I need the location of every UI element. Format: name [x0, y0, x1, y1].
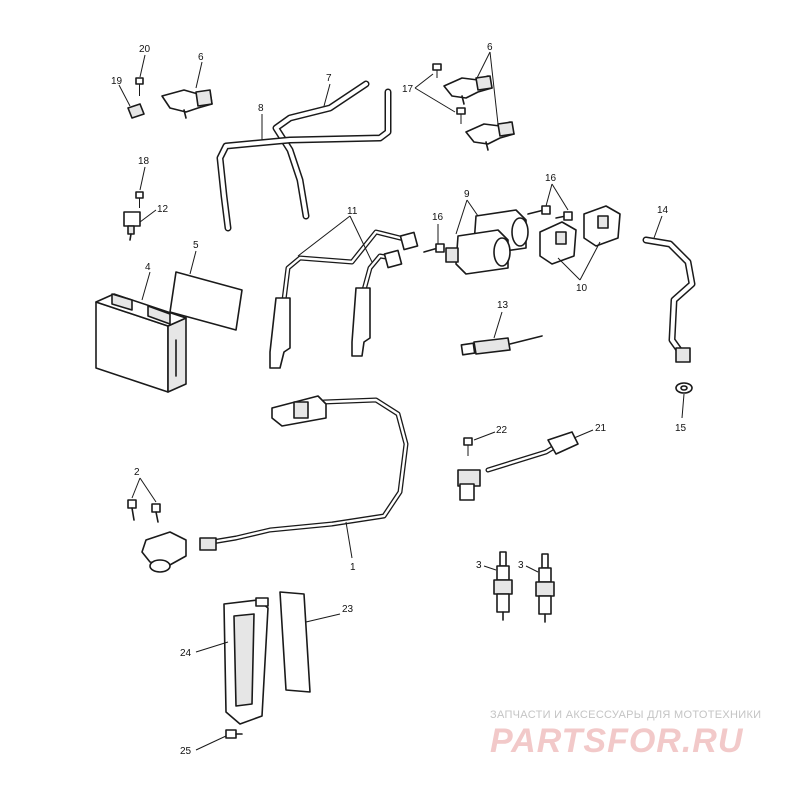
sensor-12 [123, 211, 141, 241]
callout-3-right: 3 [518, 560, 524, 571]
sensor-6-lower-right [465, 121, 515, 151]
pickup-sensor-1 [141, 395, 409, 573]
hose-7 [272, 80, 370, 220]
callout-21: 21 [595, 423, 607, 434]
screw-2-b [151, 503, 161, 523]
screw-18 [135, 191, 144, 208]
screw-17-a [432, 63, 442, 78]
sensor-13 [460, 335, 543, 356]
screw-17-b [456, 107, 466, 124]
watermark-tagline: ЗАПЧАСТИ И АКСЕССУАРЫ ДЛЯ МОТОТЕХНИКИ [490, 709, 761, 721]
screw-25 [225, 729, 243, 739]
callout-15: 15 [675, 423, 687, 434]
leader-lines [118, 51, 685, 751]
callout-17: 17 [402, 84, 414, 95]
sensor-21 [457, 431, 579, 501]
callout-16-upper: 16 [545, 173, 557, 184]
bolt-16-left [423, 243, 445, 253]
callout-14: 14 [657, 205, 669, 216]
watermark: ЗАПЧАСТИ И АКСЕССУАРЫ ДЛЯ МОТОТЕХНИКИ PA… [490, 709, 761, 760]
callout-labels: 20 19 6 17 6 7 8 18 12 4 5 11 9 16 16 10… [111, 42, 687, 757]
callout-19: 19 [111, 76, 123, 87]
callout-25: 25 [180, 746, 192, 757]
callout-16-left: 16 [432, 212, 444, 223]
hose-8 [216, 88, 392, 232]
callout-6-right: 6 [487, 42, 493, 53]
callout-11: 11 [347, 206, 358, 217]
sensor-6-left [161, 89, 213, 119]
screw-20 [135, 77, 144, 96]
screw-22 [463, 437, 473, 456]
bracket-19 [127, 103, 145, 119]
ht-lead-11 [269, 229, 419, 369]
bolt-16-upper [527, 205, 551, 215]
callout-5: 5 [193, 240, 199, 251]
callout-8: 8 [258, 103, 264, 114]
spark-plug-3-right [535, 553, 555, 623]
callout-22: 22 [496, 425, 508, 436]
callout-13: 13 [497, 300, 509, 311]
ecu-4 [95, 293, 187, 393]
ignition-coil-9 [445, 209, 529, 275]
washer-15 [675, 382, 693, 394]
spark-plug-3-left [493, 551, 513, 621]
callout-20: 20 [139, 44, 151, 55]
bolt-16-right [555, 211, 573, 221]
callout-3-left: 3 [476, 560, 482, 571]
callout-18: 18 [138, 156, 150, 167]
bracket-24 [223, 597, 269, 725]
callout-4: 4 [145, 262, 151, 273]
callout-2: 2 [134, 467, 140, 478]
hose-14 [642, 236, 696, 363]
callout-1: 1 [350, 562, 356, 573]
callout-12: 12 [157, 204, 169, 215]
callout-23: 23 [342, 604, 354, 615]
pad-23 [279, 591, 311, 693]
screw-2-a [127, 499, 137, 521]
callout-10: 10 [576, 283, 588, 294]
coil-cap-10 [539, 205, 621, 265]
callout-6-left: 6 [198, 52, 204, 63]
watermark-logo: PARTSFOR.RU [490, 722, 744, 760]
pad-5 [169, 271, 243, 331]
callout-7: 7 [326, 73, 332, 84]
callout-24: 24 [180, 648, 192, 659]
sensor-6-upper-right [443, 75, 493, 105]
callout-9: 9 [464, 189, 470, 200]
